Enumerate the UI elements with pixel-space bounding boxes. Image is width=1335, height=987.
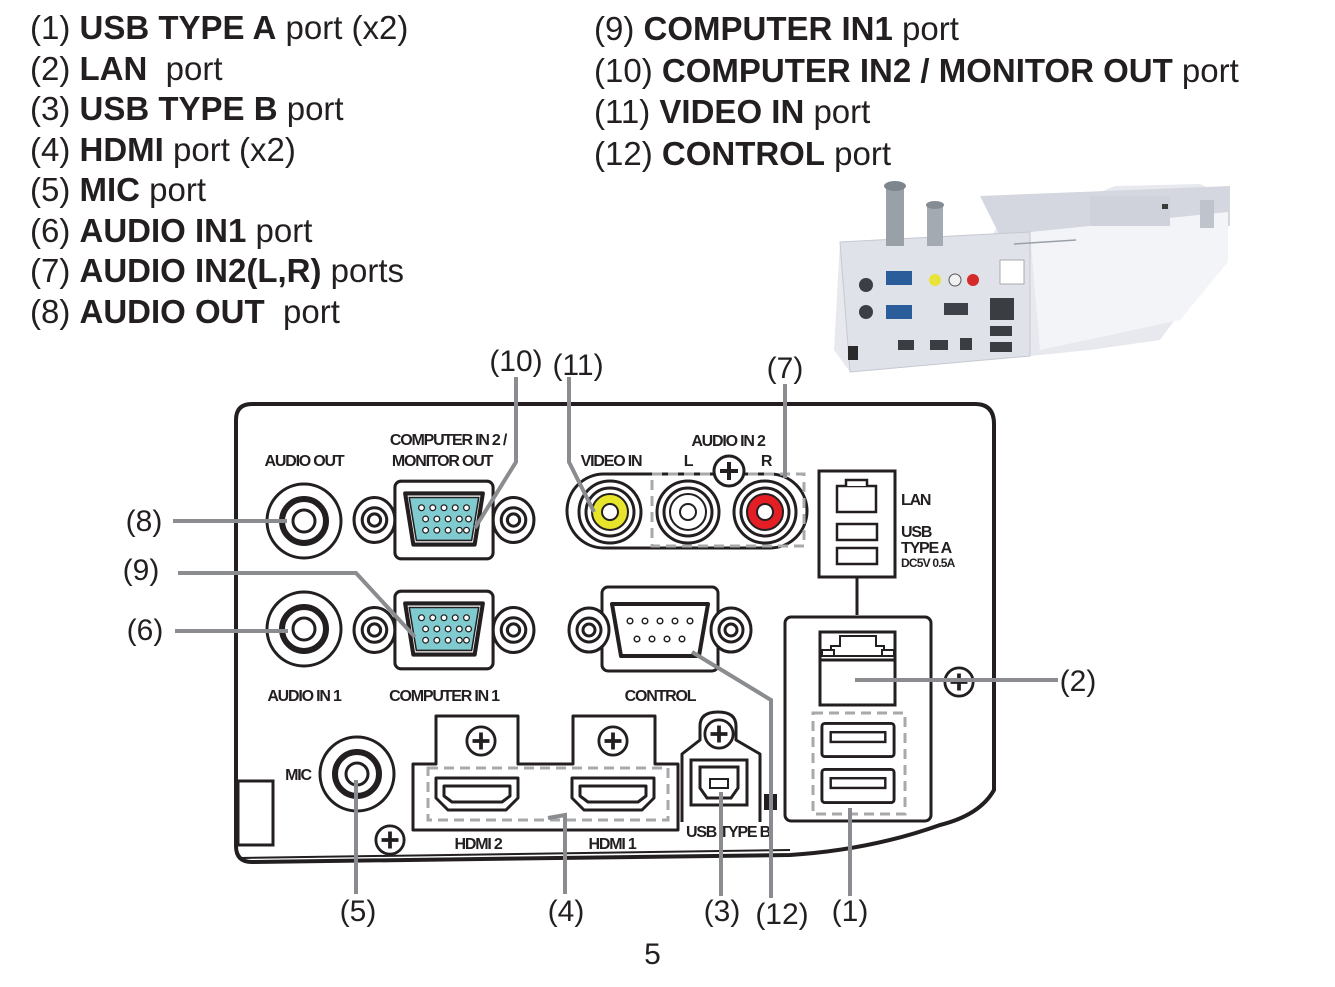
callout-4: (4) <box>548 895 585 928</box>
label-hdmi1: HDMI 1 <box>588 836 636 853</box>
hdmi2-port-icon <box>434 776 520 812</box>
label-usb-line1: USB <box>901 524 932 541</box>
callout-7: (7) <box>767 352 804 385</box>
legend-item-lan: (2) LAN port <box>30 49 223 87</box>
hdmi1-port-icon <box>570 776 656 812</box>
usb-a-port-icon <box>820 721 896 759</box>
usb-a-port-icon <box>820 767 896 805</box>
label-computer-in2-line1: COMPUTER IN 2 / <box>390 432 508 449</box>
screw-icon <box>712 454 746 488</box>
label-audio-out: AUDIO OUT <box>265 453 345 470</box>
label-control: CONTROL <box>625 688 697 705</box>
callout-2: (2) <box>1060 665 1097 698</box>
audio-in2-r-rca-icon <box>732 479 798 545</box>
label-usb-line3: DC5V 0.5A <box>901 556 956 570</box>
legend-item-audio-in2: (7) AUDIO IN2(L,R) ports <box>30 252 405 289</box>
callout-9: (9) <box>123 554 160 587</box>
callout-12: (12) <box>755 898 808 931</box>
screw-icon <box>597 725 629 757</box>
callout-1: (1) <box>832 895 869 928</box>
screw-icon <box>465 725 497 757</box>
audio-in2-l-rca-icon <box>655 479 721 545</box>
legend-item-usb-type-a: (1) USB TYPE A port (x2) <box>30 9 409 46</box>
legend-item-audio-in1: (6) AUDIO IN1 port <box>30 211 313 249</box>
usb-symbol-icon <box>835 546 879 566</box>
projector-photo <box>834 181 1230 373</box>
label-audio-in1: AUDIO IN 1 <box>267 688 342 705</box>
label-mic: MIC <box>285 767 312 784</box>
video-in-rca-icon <box>577 479 643 545</box>
legend-item-computer-in2: (10) COMPUTER IN2 / MONITOR OUT port <box>594 51 1239 89</box>
legend-item-hdmi: (4) HDMI port (x2) <box>30 130 296 168</box>
legend-left: (1) USB TYPE A port (x2) (2) LAN port (3… <box>30 8 408 332</box>
label-lan: LAN <box>901 492 931 509</box>
label-computer-in1: COMPUTER IN 1 <box>389 688 500 705</box>
callout-3: (3) <box>704 895 741 928</box>
label-audio-l: L <box>684 453 694 470</box>
lan-symbol-icon <box>835 478 878 514</box>
label-computer-in2-line2: MONITOR OUT <box>392 453 494 470</box>
label-audio-in2: AUDIO IN 2 <box>691 433 766 450</box>
callout-5: (5) <box>340 895 377 928</box>
legend-item-control: (12) CONTROL port <box>594 134 892 172</box>
screw-icon <box>374 824 406 856</box>
callout-11: (11) <box>552 349 603 382</box>
callout-10: (10) <box>489 345 542 378</box>
screw-icon <box>703 718 735 750</box>
page-number: 5 <box>644 938 661 971</box>
legend-item-mic: (5) MIC port <box>30 171 207 208</box>
label-usb-type-b: USB TYPE B <box>686 824 771 841</box>
label-video-in: VIDEO IN <box>581 453 642 470</box>
legend-right: (9) COMPUTER IN1 port (10) COMPUTER IN2 … <box>594 8 1239 174</box>
legend-item-video-in: (11) VIDEO IN port <box>594 93 871 130</box>
callout-6: (6) <box>127 614 164 647</box>
legend-item-audio-out: (8) AUDIO OUT port <box>30 292 340 330</box>
leader-lines <box>173 377 1058 898</box>
usb-symbol-icon <box>835 522 879 542</box>
usb-b-port-icon <box>680 710 777 822</box>
label-hdmi2: HDMI 2 <box>454 836 502 853</box>
hdmi-dashed-box <box>426 766 670 822</box>
legend-item-computer-in1: (9) COMPUTER IN1 port <box>594 10 959 47</box>
callout-8: (8) <box>126 505 163 538</box>
label-usb-line2: TYPE A <box>901 540 953 557</box>
lan-port-icon <box>818 630 897 707</box>
legend-item-usb-type-b: (3) USB TYPE B port <box>30 90 344 127</box>
label-audio-r: R <box>761 453 773 470</box>
